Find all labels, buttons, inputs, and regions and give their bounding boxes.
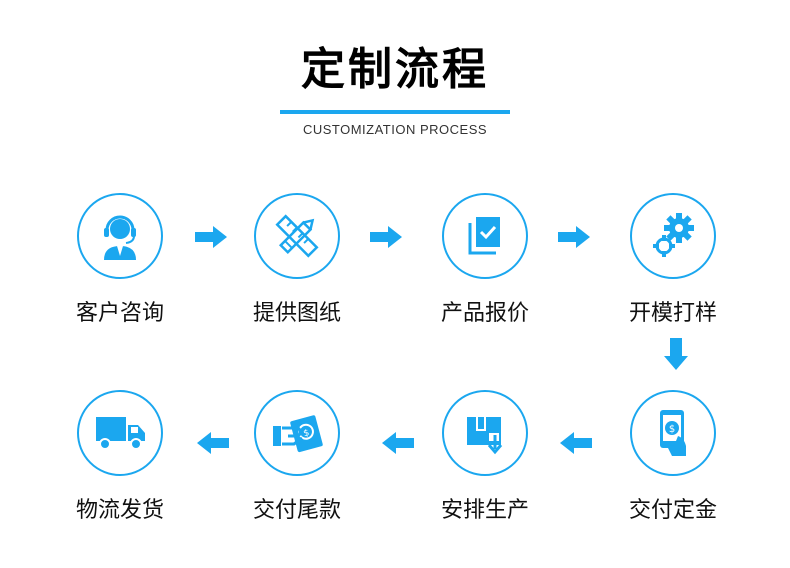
step-circle bbox=[77, 193, 163, 279]
title-underline bbox=[280, 110, 510, 114]
step-label: 交付尾款 bbox=[252, 498, 341, 523]
arrow-right-icon bbox=[558, 226, 590, 248]
arrow-right-icon bbox=[195, 226, 227, 248]
arrow-right-icon bbox=[370, 226, 402, 248]
step-label: 提供图纸 bbox=[252, 301, 341, 326]
step-label: 物流发货 bbox=[75, 498, 164, 523]
step-circle bbox=[442, 193, 528, 279]
gears-icon bbox=[653, 213, 694, 257]
step-circle: $ bbox=[254, 390, 340, 476]
step-label: 开模打样 bbox=[628, 301, 717, 326]
page-title: 定制流程 bbox=[301, 44, 489, 95]
svg-text:$: $ bbox=[669, 424, 675, 435]
step-label: 产品报价 bbox=[440, 301, 529, 326]
ruler-pencil-icon bbox=[275, 214, 319, 258]
step-circle bbox=[254, 193, 340, 279]
step-label: 安排生产 bbox=[440, 498, 529, 523]
phone-payment-icon: $ bbox=[660, 410, 686, 456]
svg-text:$: $ bbox=[302, 428, 310, 439]
arrow-left-icon bbox=[382, 432, 414, 454]
arrow-left-icon bbox=[560, 432, 592, 454]
delivery-truck-icon bbox=[96, 417, 145, 450]
production-box-icon bbox=[467, 417, 503, 455]
step-label: 客户咨询 bbox=[75, 301, 164, 326]
step-circle bbox=[630, 193, 716, 279]
step-circle: $ bbox=[630, 390, 716, 476]
step-label: 交付定金 bbox=[628, 498, 717, 523]
step-circle bbox=[442, 390, 528, 476]
step-circle bbox=[77, 390, 163, 476]
arrow-down-icon bbox=[664, 338, 688, 370]
arrow-left-icon bbox=[197, 432, 229, 454]
document-check-icon bbox=[468, 217, 500, 255]
money-hand-icon: $ bbox=[273, 415, 323, 453]
customer-service-icon bbox=[104, 215, 136, 260]
page-subtitle: CUSTOMIZATION PROCESS bbox=[302, 122, 488, 137]
